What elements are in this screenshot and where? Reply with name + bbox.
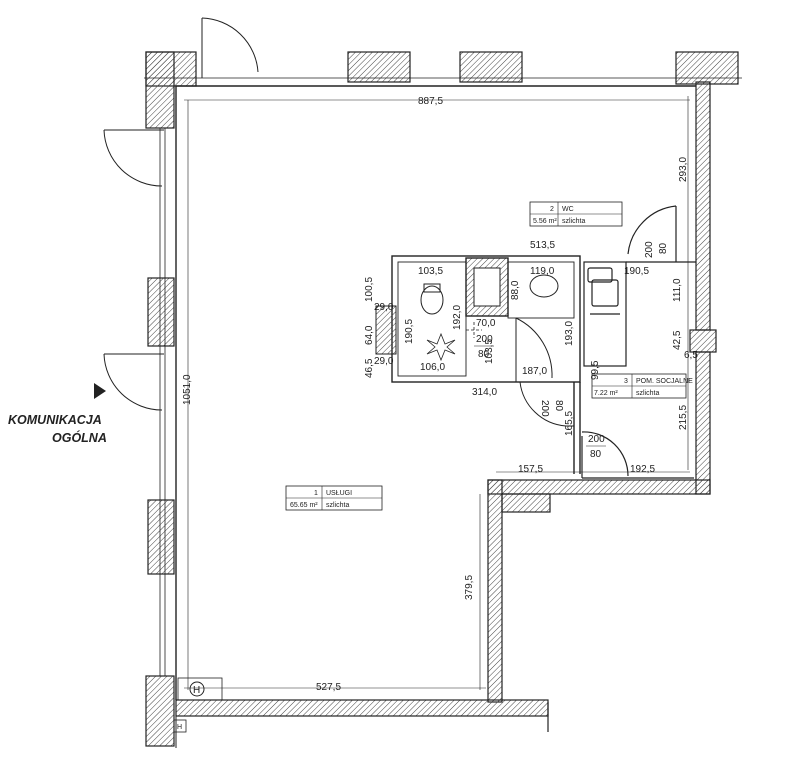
right-wall-lower xyxy=(695,351,711,495)
dim-wc-29-top: 29,0 xyxy=(374,302,394,313)
dim-wc-187: 187,0 xyxy=(522,366,547,377)
door-2-width: 80 xyxy=(478,349,490,360)
wc-block xyxy=(375,255,581,474)
dim-wc-193: 193,0 xyxy=(564,321,575,346)
entrance-arrow-icon xyxy=(94,383,106,399)
door-labels: 200 80 200 80 200 80 200 80 xyxy=(474,241,669,460)
dim-sink-width: 119,0 xyxy=(530,266,555,277)
top-wall-segment-a xyxy=(347,51,411,83)
left-wall-window-b xyxy=(147,499,175,575)
hydrant-symbol: H xyxy=(193,685,200,696)
right-wall-upper xyxy=(695,81,711,331)
step-wall-vertical xyxy=(487,479,503,703)
wc-door-swing xyxy=(515,317,574,427)
dim-wc-103: 103,5 xyxy=(484,339,495,364)
dim-wc-106: 106,0 xyxy=(420,362,445,373)
room-label-2: 2 WC 5.56 m² szlichta xyxy=(529,201,623,227)
room-label-1: 1 USŁUGI 65.65 m² szlichta xyxy=(285,485,383,511)
floor-drain-icon xyxy=(426,332,456,362)
exterior-doors xyxy=(103,17,259,411)
dimension-lines xyxy=(184,96,690,690)
room-3-finish: szlichta xyxy=(636,390,659,397)
dim-wc-29-bottom: 29,0 xyxy=(374,356,394,367)
hydrant-icon xyxy=(189,681,205,697)
dim-wc-inner-width: 103,5 xyxy=(418,266,443,277)
door-1-height: 200 xyxy=(644,241,655,258)
side-label-line1: KOMUNIKACJA xyxy=(8,413,102,427)
room-1-number: 1 xyxy=(314,490,318,497)
room-1-name: USŁUGI xyxy=(326,490,352,497)
left-wall-window-a xyxy=(147,277,175,347)
dim-wc-lower: 64,0 xyxy=(364,325,375,345)
room-2-area: 5.56 m² xyxy=(533,218,557,225)
top-wall-segment-right xyxy=(675,51,739,85)
step-niche xyxy=(501,493,551,513)
dim-wc-165: 165,5 xyxy=(564,411,575,436)
left-wall-top xyxy=(145,51,175,129)
dim-wc-height: 100,5 xyxy=(364,277,375,302)
dim-wc-99: 99,5 xyxy=(590,360,601,380)
dim-left-height: 1051,0 xyxy=(182,374,193,405)
room-3-name: POM. SOCJALNE xyxy=(636,378,693,385)
dim-right-upper: 293,0 xyxy=(678,157,689,182)
dim-inner-vertical: 379,5 xyxy=(464,575,475,600)
kitchen xyxy=(581,205,696,479)
dim-top-width: 887,5 xyxy=(418,96,443,107)
dim-kitchen-width: 192,5 xyxy=(630,464,655,475)
door-1-width: 80 xyxy=(658,242,669,254)
dim-pillar-height: 42,5 xyxy=(672,330,683,350)
room-3-number: 3 xyxy=(624,378,628,385)
room-1-finish: szlichta xyxy=(326,502,349,509)
door-4-width: 80 xyxy=(590,449,602,460)
dim-wc-192: 192,0 xyxy=(452,305,463,330)
door-3-height: 200 xyxy=(539,400,550,417)
wall-lines xyxy=(144,77,742,748)
dim-step-width: 157,5 xyxy=(518,464,543,475)
top-wall-segment-b xyxy=(459,51,523,83)
door-4-height: 200 xyxy=(588,434,605,445)
dim-kitchen-height: 111,0 xyxy=(672,278,683,302)
hydrant-symbol-small: H xyxy=(177,724,182,731)
room-label-3: 3 POM. SOCJALNE 7.22 m² szlichta xyxy=(591,373,693,399)
dim-wc-block-width: 513,5 xyxy=(530,240,555,251)
dim-wc-block-lower: 314,0 xyxy=(472,387,497,398)
dim-right-lower: 215,5 xyxy=(678,405,689,430)
sink-icon xyxy=(529,274,559,298)
step-wall-horizontal xyxy=(487,479,711,495)
dim-pillar-small: 6,5 xyxy=(684,350,698,361)
dim-wc-88: 88,0 xyxy=(510,280,521,300)
dim-wc-70: 70,0 xyxy=(476,318,496,329)
room-2-number: 2 xyxy=(550,206,554,213)
bottom-wall xyxy=(175,699,549,717)
dim-bottom-width: 527,5 xyxy=(316,682,341,693)
dim-wc-small: 46,5 xyxy=(364,358,375,378)
toilet-icon xyxy=(420,285,444,315)
room-3-area: 7.22 m² xyxy=(594,390,618,397)
dim-kitchen-upper-width: 190,5 xyxy=(624,266,649,277)
exterior-walls xyxy=(145,51,739,747)
left-wall-bottom xyxy=(145,675,175,747)
hydrant: H H xyxy=(173,677,223,733)
right-wall-pillar xyxy=(689,329,717,353)
dim-wc-190: 190,5 xyxy=(404,319,415,344)
door-3-width: 80 xyxy=(553,400,564,412)
room-2-name: WC xyxy=(562,206,574,213)
room-1-area: 65.65 m² xyxy=(290,502,318,509)
room-2-finish: szlichta xyxy=(562,218,585,225)
dimension-texts: 887,5 1051,0 293,0 215,5 527,5 379,5 157… xyxy=(182,96,698,693)
drain-hatch xyxy=(375,305,397,355)
door-2-height: 200 xyxy=(476,334,493,345)
side-label-line2: OGÓLNA xyxy=(52,430,107,445)
